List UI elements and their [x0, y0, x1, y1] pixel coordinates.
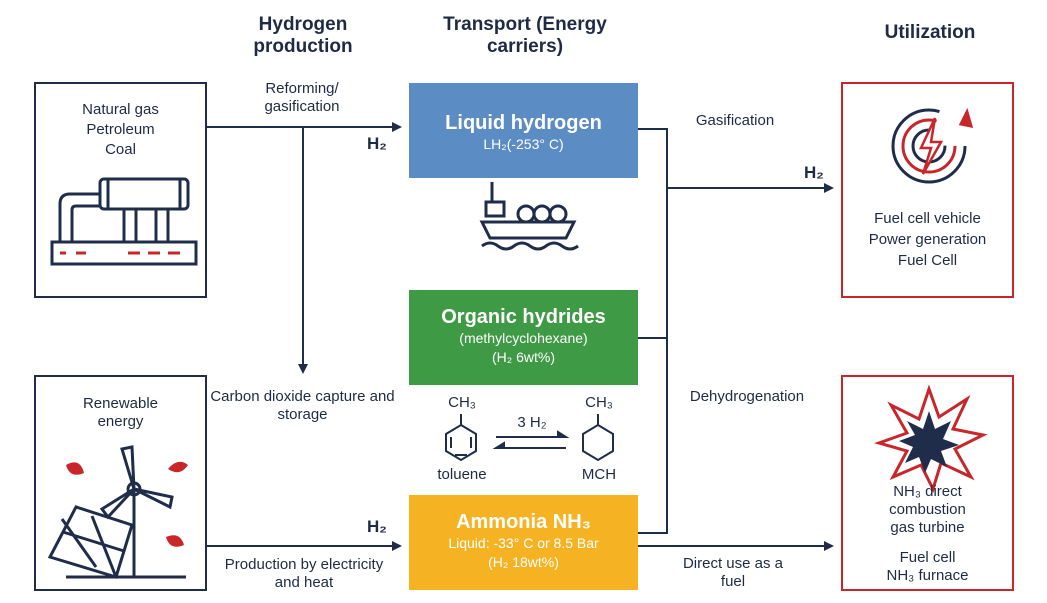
organic-hydrides-title: Organic hydrides: [441, 306, 606, 328]
renewable-source-box: Renewable energy: [34, 375, 207, 591]
h2-label-utilization: H₂: [804, 163, 824, 182]
use-gas-turbine: gas turbine: [890, 519, 965, 536]
liquid-hydrogen-subtitle: LH₂(-253° C): [483, 136, 564, 152]
h2-label-top: H₂: [367, 134, 387, 153]
reaction-reagent-label: 3 H₂: [517, 414, 547, 431]
use-nh3-furnace: NH₃ furnace: [886, 567, 969, 584]
liquid-hydrogen-box: Liquid hydrogen LH₂(-253° C): [409, 83, 638, 178]
organic-hydrides-subtitle: (methylcyclohexane): [459, 330, 588, 346]
toluene-label: toluene: [437, 466, 487, 483]
header-hydrogen-production: Hydrogen production: [253, 14, 353, 57]
ammonia-detail: (H₂ 18wt%): [488, 554, 559, 570]
combustion-icon: [874, 384, 988, 494]
header-utilization: Utilization: [884, 22, 976, 43]
pipeline-icon: [50, 177, 198, 266]
use-fuel-cell-vehicle: Fuel cell vehicle: [874, 210, 981, 227]
source-petroleum: Petroleum: [86, 121, 155, 138]
source-coal: Coal: [105, 141, 136, 158]
label-reforming: Reforming/ gasification: [264, 80, 340, 115]
use-power-generation: Power generation: [868, 231, 987, 248]
label-gasification: Gasification: [695, 112, 775, 129]
label-ccs: Carbon dioxide capture and storage: [210, 388, 395, 423]
ammonia-title: Ammonia NH₃: [456, 511, 591, 533]
source-renewable-line2: energy: [97, 413, 144, 430]
label-production: Production by electricity and heat: [224, 556, 384, 591]
header-transport: Transport (Energy carriers): [443, 14, 607, 57]
wind-solar-icon: [47, 445, 188, 579]
source-renewable-line1: Renewable: [82, 395, 159, 412]
use-nh3-direct: NH₃ direct: [893, 483, 962, 500]
ammonia-box: Ammonia NH₃ Liquid: -33° C or 8.5 Bar (H…: [409, 495, 638, 590]
label-direct-use: Direct use as a fuel: [682, 555, 784, 590]
mch-methyl-label: CH₃: [585, 394, 613, 411]
fossil-source-list: Natural gas Petroleum Coal: [36, 100, 205, 160]
combustion-use-box: NH₃ direct combustion gas turbine Fuel c…: [841, 375, 1014, 591]
liquid-hydrogen-title: Liquid hydrogen: [445, 112, 602, 134]
use-combustion: combustion: [889, 501, 966, 518]
label-dehydrogenation: Dehydrogenation: [689, 388, 805, 405]
toluene-methyl-label: CH₃: [448, 394, 476, 411]
organic-hydrides-detail: (H₂ 6wt%): [492, 349, 555, 365]
mch-label: MCH: [581, 466, 617, 483]
fuel-cell-icon: [891, 107, 974, 184]
source-natural-gas: Natural gas: [82, 101, 159, 118]
ammonia-subtitle: Liquid: -33° C or 8.5 Bar: [448, 535, 599, 551]
use-fuel-cell-ammonia: Fuel cell: [899, 549, 956, 566]
organic-hydrides-box: Organic hydrides (methylcyclohexane) (H₂…: [409, 290, 638, 385]
fuel-cell-use-box: Fuel cell vehicle Power generation Fuel …: [841, 82, 1014, 298]
h2-label-bottom: H₂: [367, 517, 387, 536]
use-fuel-cell: Fuel Cell: [897, 252, 958, 269]
fossil-source-box: Natural gas Petroleum Coal: [34, 82, 207, 298]
